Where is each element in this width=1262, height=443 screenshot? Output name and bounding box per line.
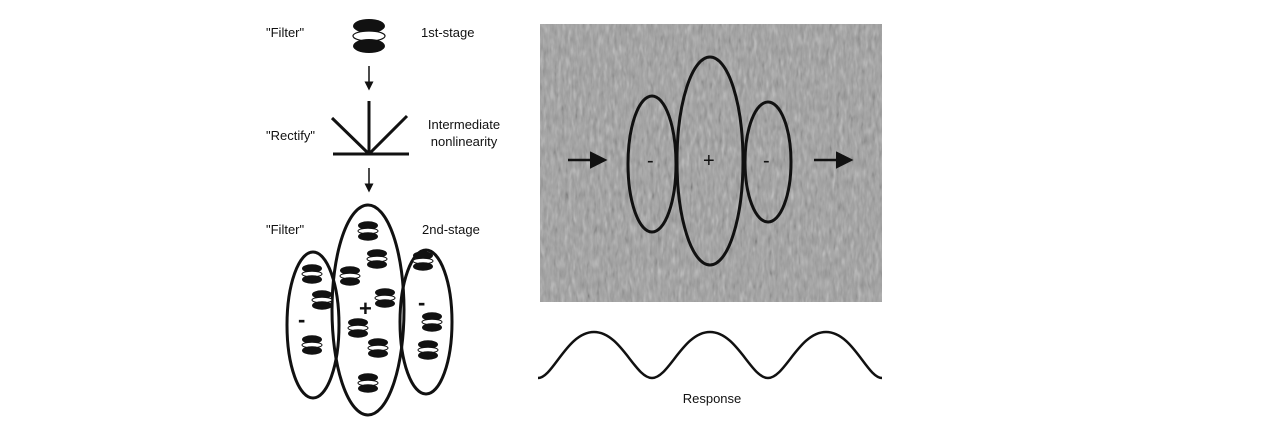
label-response: Response	[682, 391, 742, 406]
label-filter-first: "Filter"	[266, 25, 305, 40]
texture-sign-left-minus: -	[647, 150, 654, 172]
second-stage-left-lobe	[285, 250, 341, 400]
label-intermediate: Intermediate	[427, 117, 501, 132]
label-first-stage: 1st-stage	[421, 25, 475, 40]
texture-center-lobe	[675, 55, 745, 267]
label-rectify: "Rectify"	[266, 128, 315, 143]
texture-right-lobe	[743, 100, 793, 224]
texture-stimulus-panel	[540, 24, 882, 302]
texture-sign-right-minus: -	[763, 150, 770, 172]
label-nonlinearity: nonlinearity	[430, 134, 498, 149]
second-stage-right-lobe	[398, 248, 454, 396]
texture-sign-center-plus: +	[703, 150, 715, 172]
rectify-icon	[330, 101, 409, 156]
second-stage-center-lobe	[330, 203, 406, 417]
response-wave	[537, 330, 883, 380]
first-stage-filter-icon	[352, 18, 386, 54]
label-second-stage: 2nd-stage	[422, 222, 480, 237]
sign-right-minus: -	[418, 290, 426, 315]
sign-left-minus: -	[298, 307, 306, 332]
label-filter-second: "Filter"	[266, 222, 305, 237]
sign-center-plus: +	[359, 296, 372, 321]
